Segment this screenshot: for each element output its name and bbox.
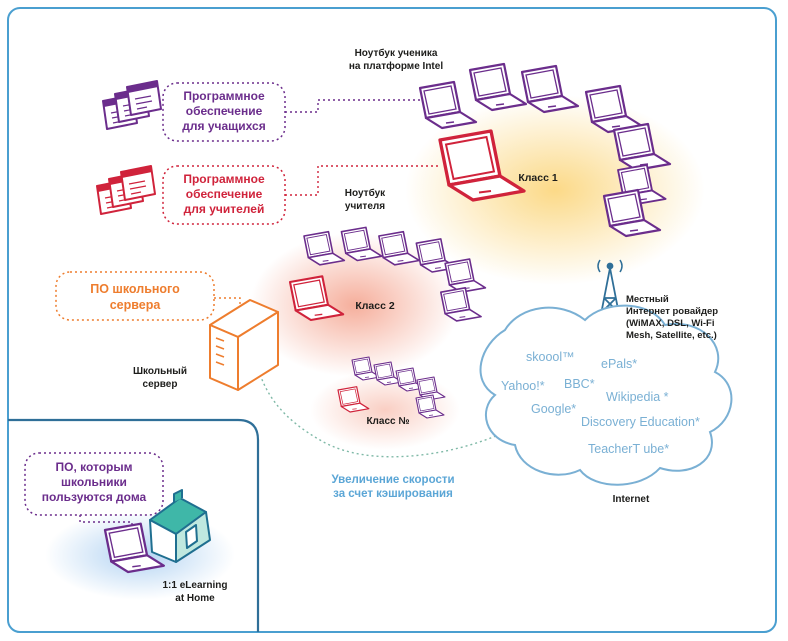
home-software-callout bbox=[24, 452, 164, 516]
cloud-site-bbc[interactable]: BBC* bbox=[564, 377, 595, 391]
cloud-site-discovery[interactable]: Discovery Education* bbox=[581, 415, 700, 429]
home-software-label: ПО, которым школьники пользуются дома bbox=[41, 460, 147, 504]
server-label: Школьный сервер bbox=[132, 366, 187, 390]
cloud-site-teachertube[interactable]: TeacherT ube* bbox=[588, 442, 670, 456]
caching-connector bbox=[254, 354, 506, 458]
laptop-icon bbox=[418, 80, 478, 130]
teacher-connector bbox=[285, 165, 440, 196]
software-windows-icon bbox=[102, 80, 162, 130]
home-label: 1:1 eLearning at Home bbox=[162, 580, 228, 604]
server-software-label: ПО школьного сервера bbox=[90, 282, 180, 312]
software-windows-icon bbox=[96, 165, 156, 215]
student-connector bbox=[285, 99, 422, 113]
cloud-site-skoool[interactable]: skoool™ bbox=[526, 350, 575, 364]
cloud-site-yahoo[interactable]: Yahoo!* bbox=[501, 379, 545, 393]
class2-glow bbox=[250, 233, 460, 377]
student-software-label: Программное обеспечение для учащихся bbox=[182, 89, 266, 133]
cloud-site-epals[interactable]: ePals* bbox=[601, 357, 638, 371]
provider-label: Местный Интернет ровайдер (WiMAX, DSL, W… bbox=[626, 294, 719, 341]
cloud-icon bbox=[479, 304, 733, 486]
class2-label: Класс 2 bbox=[355, 300, 395, 312]
teacher-software-label: Программное обеспечение для учителей bbox=[183, 172, 265, 216]
student-laptop-label: Ноутбук ученика на платформе Intel bbox=[348, 48, 444, 72]
internet-label: Internet bbox=[612, 494, 650, 505]
cloud-site-google[interactable]: Google* bbox=[531, 402, 577, 416]
caching-label: Увеличение скорости за счет кэширования bbox=[331, 474, 455, 501]
outer-frame bbox=[7, 7, 777, 633]
teacher-laptop-label: Ноутбук учителя bbox=[344, 188, 386, 212]
cloud-site-wikipedia[interactable]: Wikipedia * bbox=[606, 390, 669, 404]
server-connector bbox=[214, 297, 241, 315]
class1-label: Класс 1 bbox=[518, 172, 558, 184]
home-section-frame bbox=[8, 418, 260, 632]
classN-label: Класс № bbox=[366, 416, 410, 427]
server-icon bbox=[209, 299, 279, 391]
laptop-icon bbox=[468, 62, 528, 112]
server-software-callout bbox=[55, 271, 215, 321]
house-icon bbox=[149, 489, 211, 563]
